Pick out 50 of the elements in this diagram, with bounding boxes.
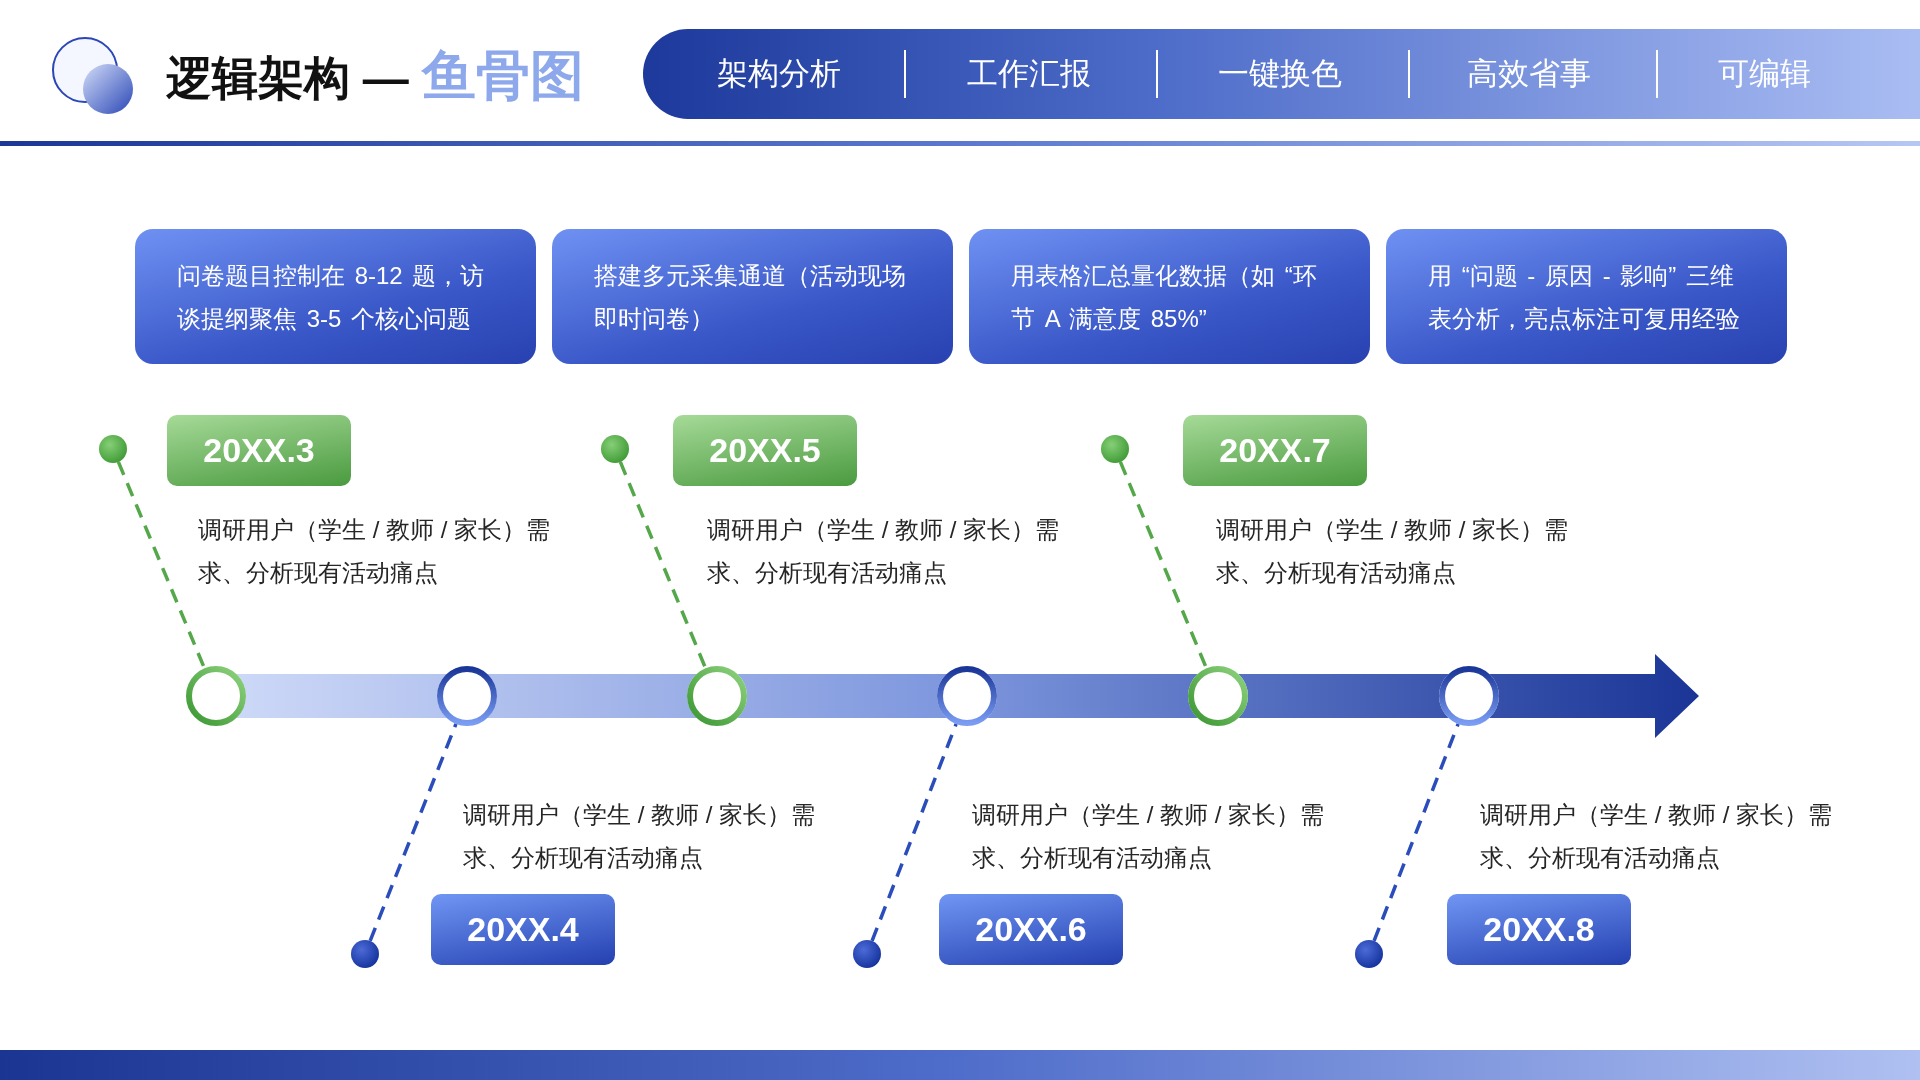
timeline-bar bbox=[1238, 674, 1449, 718]
date-tag: 20XX.7 bbox=[1183, 415, 1367, 486]
page-title: 逻辑架构 — 鱼骨图 bbox=[166, 44, 584, 107]
info-card bbox=[1386, 229, 1787, 364]
card-text: 用 “问题 - 原因 - 影响” 三维表分析，亮点标注可复用经验 bbox=[1428, 260, 1741, 334]
dashed-line bbox=[870, 723, 958, 942]
nav-label: 架构分析 bbox=[717, 55, 841, 93]
ring-icon bbox=[937, 666, 997, 726]
ring-icon bbox=[687, 666, 747, 726]
dot-icon bbox=[1355, 940, 1383, 968]
description-text: 调研用户（学生 / 教师 / 家长）需求、分析现有活动痛点 bbox=[972, 800, 1325, 873]
date-tag: 20XX.8 bbox=[1447, 894, 1631, 965]
ring-icon bbox=[437, 666, 497, 726]
card-text: 用表格汇总量化数据（如 “环节 A 满意度 85%” bbox=[1011, 260, 1318, 334]
date-tag: 20XX.4 bbox=[431, 894, 615, 965]
description-text: 调研用户（学生 / 教师 / 家长）需求、分析现有活动痛点 bbox=[1216, 515, 1569, 588]
dashed-line bbox=[368, 723, 458, 942]
nav-label: 一键换色 bbox=[1218, 55, 1342, 93]
dot-icon bbox=[99, 435, 127, 463]
ring-icon bbox=[186, 666, 246, 726]
ring-icon bbox=[1439, 666, 1499, 726]
nav-label: 工作汇报 bbox=[967, 55, 1091, 93]
date-tag: 20XX.6 bbox=[939, 894, 1123, 965]
date-tag: 20XX.5 bbox=[673, 415, 857, 486]
ring-icon bbox=[1188, 666, 1248, 726]
timeline-bar bbox=[737, 674, 947, 718]
info-card bbox=[552, 229, 953, 364]
dashed-line bbox=[618, 461, 708, 669]
dot-icon bbox=[601, 435, 629, 463]
timeline-arrow bbox=[1489, 654, 1699, 738]
description-text: 调研用户（学生 / 教师 / 家长）需求、分析现有活动痛点 bbox=[1480, 800, 1833, 873]
timeline-bar bbox=[987, 674, 1198, 718]
dot-icon bbox=[351, 940, 379, 968]
dashed-line bbox=[116, 461, 207, 669]
info-card bbox=[135, 229, 536, 364]
description-text: 调研用户（学生 / 教师 / 家长）需求、分析现有活动痛点 bbox=[463, 800, 816, 873]
info-card bbox=[969, 229, 1370, 364]
card-text: 问卷题目控制在 8-12 题，访谈提纲聚焦 3-5 个核心问题 bbox=[177, 260, 486, 334]
description-text: 调研用户（学生 / 教师 / 家长）需求、分析现有活动痛点 bbox=[707, 515, 1060, 588]
card-text: 搭建多元采集通道（活动现场即时问卷） bbox=[594, 260, 907, 334]
dot-icon bbox=[853, 940, 881, 968]
description-text: 调研用户（学生 / 教师 / 家长）需求、分析现有活动痛点 bbox=[198, 515, 551, 588]
timeline-bar bbox=[236, 674, 447, 718]
timeline-bar bbox=[487, 674, 697, 718]
date-tag: 20XX.3 bbox=[167, 415, 351, 486]
nav-label: 高效省事 bbox=[1467, 55, 1591, 93]
dashed-line bbox=[1118, 461, 1209, 669]
nav-label: 可编辑 bbox=[1717, 55, 1811, 93]
dot-icon bbox=[1101, 435, 1129, 463]
dashed-line bbox=[1372, 723, 1460, 942]
